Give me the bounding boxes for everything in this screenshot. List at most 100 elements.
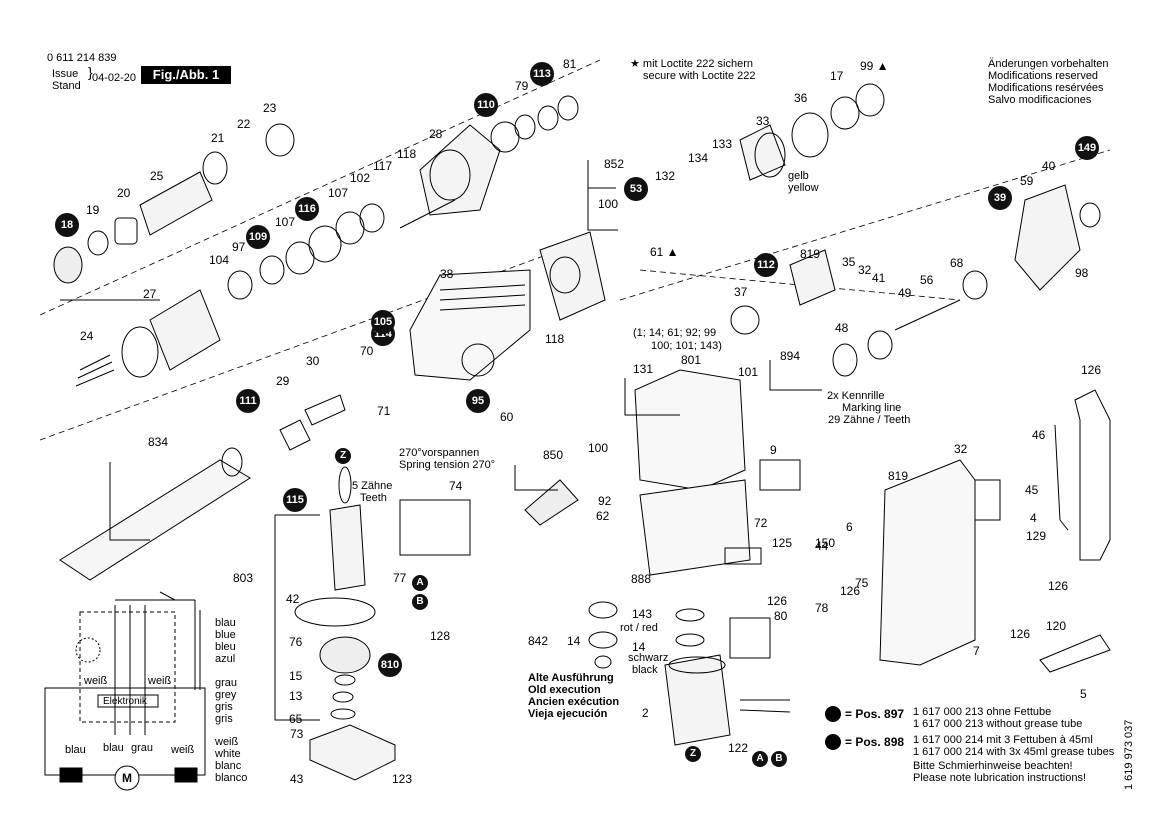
- pos-897: = Pos. 897: [845, 707, 905, 721]
- grease-898-en: 1 617 000 214 with 3x 45ml grease tubes: [913, 746, 1115, 758]
- spring-note-de: 270°vorspannen: [399, 447, 480, 459]
- circuit-weiss-bottom: weiß: [171, 744, 195, 756]
- callout-110: 110: [474, 93, 498, 117]
- part-label-96: 122: [728, 741, 749, 755]
- circuit-grau: grau: [131, 742, 154, 754]
- part-label-58: 894: [780, 349, 801, 363]
- part-label-31: 60: [500, 410, 514, 424]
- part-label-22: 21: [211, 131, 225, 145]
- issue-brace: }: [88, 64, 93, 80]
- alt-note-de: Alte Ausführung: [528, 672, 614, 684]
- circuit-blau: blau: [103, 742, 124, 754]
- callout-18: 18: [55, 213, 79, 237]
- circuit-elektronik: Elektronik: [103, 696, 147, 707]
- part-label-16: 107: [328, 186, 349, 200]
- callout-z-1: Z: [685, 746, 701, 762]
- marking-note-de: 2x Kennrille: [827, 390, 885, 402]
- part-label-88: 5: [1080, 687, 1087, 701]
- part-label-71: 32: [954, 442, 968, 456]
- part-label-44: 123: [392, 772, 413, 786]
- grease-dot-898: [825, 734, 841, 750]
- yellow-note: yellow: [788, 182, 819, 194]
- part-label-69: 32: [858, 263, 872, 277]
- callout-z-0: Z: [335, 448, 351, 464]
- part-label-49: 92: [598, 494, 612, 508]
- part-label-85: 7: [973, 644, 980, 658]
- part-label-74: 4: [1030, 511, 1037, 525]
- part-label-11: 61 ▲: [650, 245, 679, 259]
- wire-grau: grau: [215, 677, 238, 689]
- part-label-92: 14: [632, 640, 646, 654]
- part-label-54: 125: [772, 536, 793, 550]
- circuit-weiss-left: weiß: [84, 675, 108, 687]
- part-label-20: 27: [143, 287, 157, 301]
- figure-label: Fig./Abb. 1: [141, 66, 231, 84]
- part-label-60: 49: [898, 286, 912, 300]
- pos-898: = Pos. 898: [845, 735, 905, 749]
- wire-weiss: weiß: [215, 736, 239, 748]
- alt-note-en: Old execution: [528, 684, 601, 696]
- part-label-46: 128: [430, 629, 451, 643]
- wire-grey: grey: [215, 689, 237, 701]
- teeth-note-de: 5 Zähne: [352, 480, 393, 492]
- wire-bleu: bleu: [215, 641, 236, 653]
- part-label-7: 134: [688, 151, 709, 165]
- stand-label: Stand: [52, 80, 81, 92]
- part-label-21: 24: [80, 329, 94, 343]
- part-label-47: 850: [543, 448, 564, 462]
- part-label-34: 834: [148, 435, 169, 449]
- issue-date: 04-02-20: [92, 72, 137, 84]
- part-label-77: 126: [1081, 363, 1102, 377]
- part-label-52: 9: [770, 443, 777, 457]
- part-label-35: 74: [449, 479, 463, 493]
- wire-blanc: blanc: [215, 760, 242, 772]
- callout-105: 105: [371, 310, 395, 334]
- circuit-blau-left: blau: [65, 744, 86, 756]
- color-black: black: [632, 664, 658, 676]
- part-label-25: 25: [150, 169, 164, 183]
- part-label-80: 44: [815, 539, 829, 553]
- callout-115: 115: [283, 488, 307, 512]
- teeth-note-en: Teeth: [360, 492, 387, 504]
- part-label-23: 22: [237, 117, 251, 131]
- callout-112: 112: [754, 253, 778, 277]
- part-label-32: 30: [306, 354, 320, 368]
- part-label-33: 29: [276, 374, 290, 388]
- part-label-29: 70: [360, 344, 374, 358]
- part-label-26: 20: [117, 186, 131, 200]
- callout-b-1: B: [771, 751, 787, 767]
- part-label-76: 150: [815, 536, 836, 550]
- part-label-10: 100: [598, 197, 619, 211]
- modifications-fr: Modifications resérvées: [988, 82, 1104, 94]
- part-label-51: 888: [631, 572, 652, 586]
- part-label-15: 102: [350, 171, 371, 185]
- callout-116: 116: [295, 197, 319, 221]
- part-label-40: 13: [289, 689, 303, 703]
- part-label-5: 33: [756, 114, 770, 128]
- part-label-70: 41: [872, 271, 886, 285]
- gelb-note: gelb: [788, 170, 809, 182]
- part-label-59: 48: [835, 321, 849, 335]
- callout-53: 53: [624, 177, 648, 201]
- part-label-38: 76: [289, 635, 303, 649]
- part-label-2: 99 ▲: [860, 59, 889, 73]
- part-label-36: 77: [393, 571, 407, 585]
- part-label-72: 819: [888, 469, 909, 483]
- callout-a-1: A: [752, 751, 768, 767]
- part-label-50: 62: [596, 509, 610, 523]
- teeth-count-note: 29 Zähne / Teeth: [828, 414, 911, 426]
- part-label-94: 80: [774, 609, 788, 623]
- grease-897-de: 1 617 000 213 ohne Fettube: [913, 706, 1052, 718]
- callout-b-0: B: [412, 594, 428, 610]
- part-label-39: 15: [289, 669, 303, 683]
- part-label-42: 73: [290, 727, 304, 741]
- part-label-97: 118: [545, 332, 565, 346]
- part-label-1: 79: [515, 79, 529, 93]
- part-label-63: 98: [1075, 266, 1089, 280]
- part-label-48: 100: [588, 441, 609, 455]
- color-schwarz: schwarz: [628, 652, 669, 664]
- part-label-64: 59: [1020, 174, 1034, 188]
- wire-gris-2: gris: [215, 713, 233, 725]
- part-label-17: 107: [275, 215, 296, 229]
